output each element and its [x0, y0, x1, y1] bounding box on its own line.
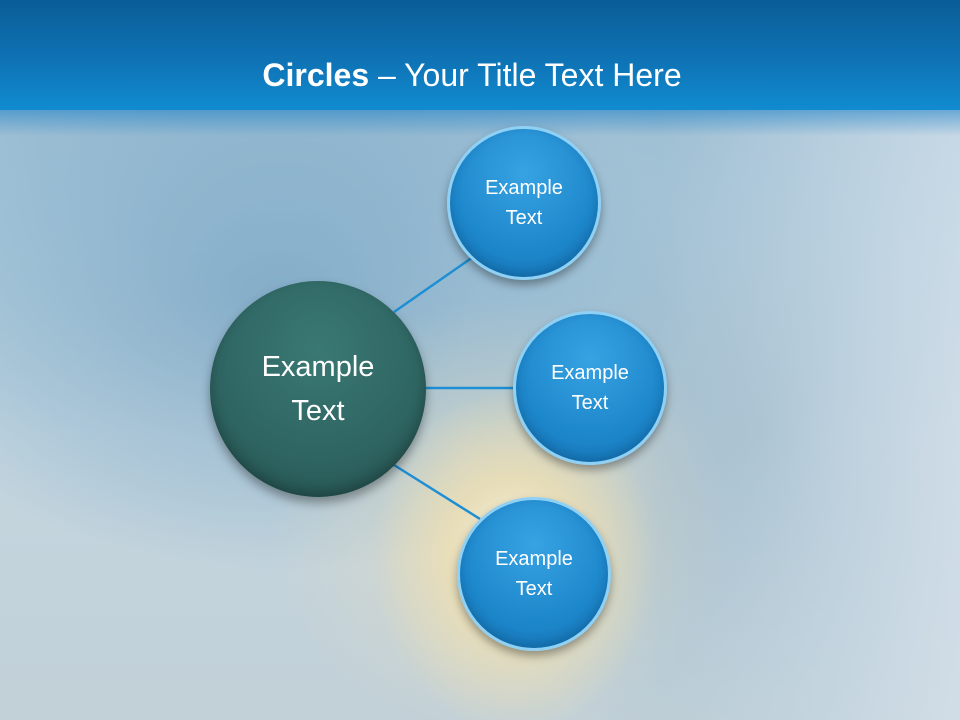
satellite-circle-label: Example Text — [485, 177, 563, 229]
title-bar — [0, 0, 960, 110]
center-circle-label: Example Text — [261, 351, 375, 427]
slide-title-rest: – Your Title Text Here — [369, 57, 682, 93]
satellite-circle-middle[interactable]: Example Text — [513, 311, 667, 465]
satellite-circle-label: Example Text — [551, 362, 629, 414]
satellite-circle-top[interactable]: Example Text — [447, 126, 601, 280]
background-right-haze — [660, 110, 960, 720]
title-bar-fade — [0, 110, 960, 136]
slide-title-bold: Circles — [262, 57, 370, 93]
satellite-circle-bottom[interactable]: Example Text — [457, 497, 611, 651]
connector-bottom — [393, 463, 481, 521]
satellite-circle-label: Example Text — [495, 548, 573, 600]
slide-title[interactable]: Circles – Your Title Text Here — [0, 50, 944, 100]
connector-top — [393, 255, 474, 314]
center-circle[interactable]: Example Text — [210, 281, 426, 497]
